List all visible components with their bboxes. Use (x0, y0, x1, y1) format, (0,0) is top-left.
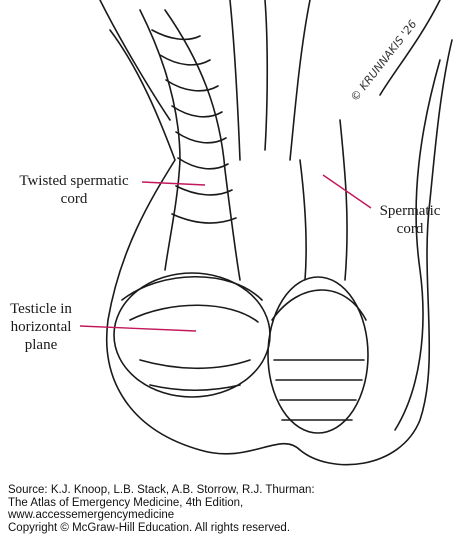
source-line-4: Copyright © McGraw-Hill Education. All r… (8, 521, 291, 534)
twisted-cord-inner (139, 9, 181, 271)
twisted-cord-outer (164, 9, 241, 281)
source-line-1: Source: K.J. Knoop, L.B. Stack, A.B. Sto… (8, 484, 315, 496)
leader-testicle (79, 325, 197, 332)
left-testicle (113, 272, 271, 398)
label-twisted-spermatic-cord: Twisted spermatic cord (19, 173, 129, 207)
right-cord-left (299, 159, 307, 281)
leader-twisted-cord (141, 181, 206, 186)
torsion-illustration (79, 0, 453, 466)
center-shaft-right (289, 0, 311, 161)
thigh-fold-left (99, 0, 171, 121)
source-credit: Source: K.J. Knoop, L.B. Stack, A.B. Sto… (8, 484, 452, 534)
right-cord-right (339, 119, 348, 281)
source-line-2: The Atlas of Emergency Medicine, 4th Edi… (8, 496, 244, 509)
label-testicle-horizontal-plane: Testicle in horizontal plane (10, 301, 72, 353)
center-shaft-mid (264, 0, 269, 151)
scrotum-inner (394, 59, 441, 431)
leader-spermatic-cord (322, 174, 372, 209)
label-spermatic-cord: Spermatic cord (379, 203, 441, 237)
center-shaft-left (229, 0, 241, 161)
right-testicle (267, 276, 369, 434)
thigh-fold-right (379, 0, 441, 96)
scrotum-outline (106, 29, 453, 466)
source-line-3[interactable]: www.accessemergencymedicine (8, 509, 175, 522)
